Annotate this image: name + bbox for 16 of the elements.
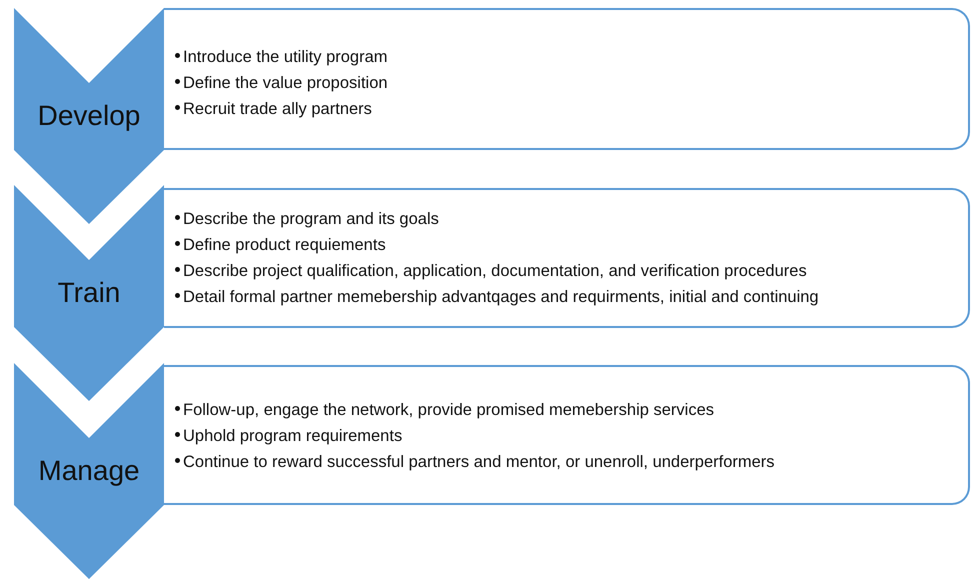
bullet-text: Continue to reward successful partners and mentor, or unenroll, underperformers <box>183 453 775 471</box>
bullet-text: Recruit trade ally partners <box>183 100 372 118</box>
bullet-text: Define product requiements <box>183 236 386 254</box>
bullet-text: Define the value proposition <box>183 74 388 92</box>
bullet-text: Follow-up, engage the network, provide promised memebership services <box>183 401 714 419</box>
step-title: Manage <box>37 455 141 487</box>
bullet-text: Detail formal partner memebership advantqages and requirments, initial and continuing <box>183 288 819 306</box>
bullet-text: Introduce the utility program <box>183 48 388 66</box>
step-panel <box>164 365 970 505</box>
step-panel <box>164 188 970 328</box>
step-panel <box>164 8 970 150</box>
step-title: Train <box>56 277 122 309</box>
bullet-text: Describe the program and its goals <box>183 210 439 228</box>
bullet-text: Uphold program requirements <box>183 427 402 445</box>
bullet-text: Describe project qualification, application, documentation, and verification procedures <box>183 262 807 280</box>
step-title: Develop <box>36 100 142 132</box>
